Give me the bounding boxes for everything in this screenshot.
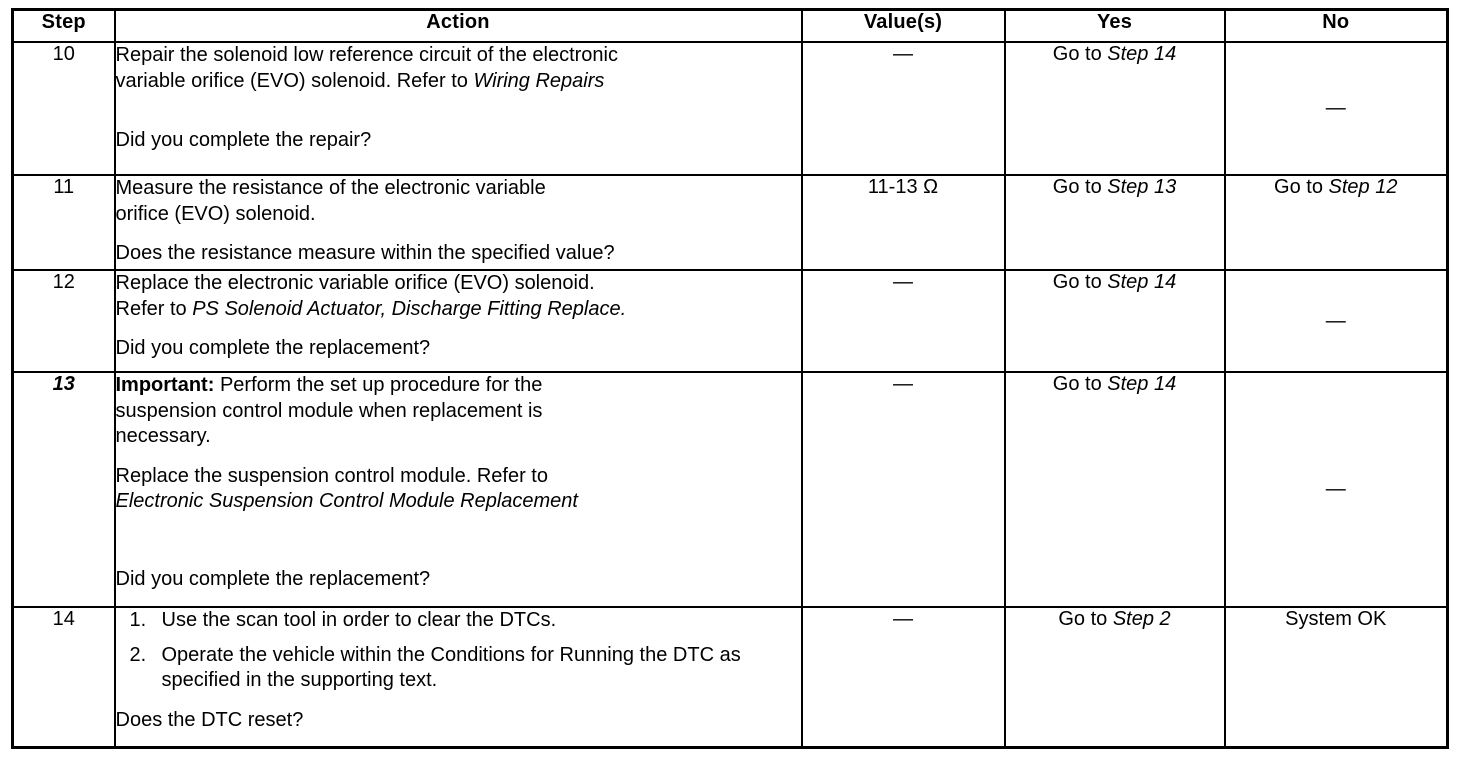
- header-step: Step: [11, 8, 116, 43]
- header-action: Action: [113, 8, 803, 43]
- table-header: Step Action Value(s) Yes No: [11, 8, 1449, 43]
- yes-step-reference: Step 13: [1107, 176, 1177, 198]
- action-reference: Electronic Suspension Control Module Rep…: [115, 490, 578, 513]
- list-item-text: Use the scan tool in order to clear the …: [161, 609, 557, 631]
- yes-step-reference: Step 2: [1112, 608, 1171, 630]
- header-no: No: [1223, 8, 1449, 43]
- action-question: Does the DTC reset?: [115, 708, 304, 731]
- spacer: [116, 515, 801, 567]
- yes-cell: Go to Step 14: [1003, 269, 1226, 373]
- action-description: Replace the electronic variable orifice …: [113, 269, 803, 373]
- action-line: Repair the solenoid low reference circui…: [115, 44, 618, 66]
- list-item: 1. Use the scan tool in order to clear t…: [116, 608, 801, 634]
- table-row: 11 Measure the resistance of the electro…: [11, 174, 1449, 271]
- action-description: Repair the solenoid low reference circui…: [113, 41, 803, 176]
- table-row: 14 1. Use the scan tool in order to clea…: [11, 606, 1449, 748]
- action-line-text: Refer to: [115, 297, 193, 320]
- value-cell: —: [800, 41, 1006, 176]
- action-question: Did you complete the replacement?: [115, 567, 431, 590]
- yes-cell: Go to Step 13: [1003, 174, 1226, 271]
- no-text: Go to: [1274, 176, 1329, 198]
- value-cell: —: [800, 269, 1006, 373]
- no-text: —: [1325, 97, 1346, 119]
- value-cell: —: [800, 606, 1006, 748]
- action-description: 1. Use the scan tool in order to clear t…: [113, 606, 803, 748]
- step-number: 10: [11, 41, 116, 176]
- value-text: —: [893, 43, 913, 65]
- table-row: 13 Important: Perform the set up procedu…: [11, 371, 1449, 608]
- action-step-list: 1. Use the scan tool in order to clear t…: [116, 608, 801, 694]
- list-item-number: 2.: [129, 643, 147, 666]
- action-reference: PS Solenoid Actuator, Discharge Fitting …: [192, 297, 627, 320]
- yes-text: Go to: [1058, 608, 1113, 630]
- step-number: 12: [11, 269, 116, 373]
- table-row: 10 Repair the solenoid low reference cir…: [11, 41, 1449, 176]
- yes-text: Go to: [1052, 43, 1108, 65]
- spacer: [116, 450, 801, 464]
- action-question: Did you complete the replacement?: [115, 337, 431, 360]
- header-row: Step Action Value(s) Yes No: [11, 8, 1449, 43]
- diagnostic-procedure-table: Step Action Value(s) Yes No 10 Repair th…: [11, 8, 1449, 749]
- action-description: Measure the resistance of the electronic…: [113, 174, 803, 271]
- action-line: Measure the resistance of the electronic…: [115, 177, 546, 199]
- no-text: —: [1325, 478, 1346, 500]
- important-label: Important:: [115, 374, 215, 396]
- action-line: Refer to PS Solenoid Actuator, Discharge…: [116, 297, 801, 323]
- yes-cell: Go to Step 14: [1003, 41, 1226, 176]
- step-number: 14: [11, 606, 116, 748]
- yes-step-reference: Step 14: [1107, 373, 1177, 395]
- no-cell: Go to Step 12: [1223, 174, 1449, 271]
- yes-text: Go to: [1052, 271, 1108, 293]
- important-note: Important: Perform the set up procedure …: [116, 373, 801, 399]
- action-reference: Wiring Repairs: [473, 69, 605, 92]
- action-question: Did you complete the repair?: [115, 129, 372, 152]
- value-text: —: [893, 271, 913, 293]
- yes-step-reference: Step 14: [1107, 43, 1177, 65]
- no-cell: System OK: [1223, 606, 1449, 748]
- action-line: Replace the suspension control module. R…: [115, 464, 548, 487]
- value-cell: 11-13 Ω: [800, 174, 1006, 271]
- no-step-reference: Step 12: [1328, 176, 1398, 198]
- important-text: Perform the set up procedure for the: [214, 374, 543, 396]
- important-line: necessary.: [115, 425, 211, 448]
- yes-text: Go to: [1052, 176, 1108, 198]
- yes-cell: Go to Step 14: [1003, 371, 1226, 608]
- list-item: 2. Operate the vehicle within the Condit…: [116, 643, 801, 694]
- header-yes: Yes: [1003, 8, 1226, 43]
- important-line: suspension control module when replaceme…: [115, 399, 543, 422]
- action-line: orifice (EVO) solenoid.: [115, 202, 316, 225]
- header-values: Value(s): [800, 8, 1006, 43]
- no-cell: —: [1223, 371, 1449, 608]
- action-question: Does the resistance measure within the s…: [115, 242, 615, 265]
- yes-cell: Go to Step 2: [1003, 606, 1226, 748]
- action-line: Replace the electronic variable orifice …: [115, 272, 595, 294]
- action-line-text: variable orifice (EVO) solenoid. Refer t…: [115, 69, 474, 92]
- no-text: System OK: [1285, 608, 1387, 630]
- table-body: 10 Repair the solenoid low reference cir…: [11, 41, 1449, 748]
- action-description: Important: Perform the set up procedure …: [113, 371, 803, 608]
- value-cell: —: [800, 371, 1006, 608]
- list-item-text: Operate the vehicle within the Condition…: [161, 643, 741, 692]
- step-number: 11: [11, 174, 116, 271]
- yes-step-reference: Step 14: [1107, 271, 1177, 293]
- list-item-number: 1.: [129, 609, 147, 631]
- value-text: —: [893, 608, 913, 630]
- no-cell: —: [1223, 41, 1449, 176]
- yes-text: Go to: [1052, 373, 1108, 395]
- table-row: 12 Replace the electronic variable orifi…: [11, 269, 1449, 373]
- value-text: 11-13 Ω: [867, 176, 939, 198]
- action-line: variable orifice (EVO) solenoid. Refer t…: [116, 69, 801, 95]
- spacer: [116, 94, 801, 128]
- value-text: —: [893, 373, 913, 395]
- no-cell: —: [1223, 269, 1449, 373]
- step-number: 13: [11, 371, 116, 608]
- no-text: —: [1325, 309, 1346, 332]
